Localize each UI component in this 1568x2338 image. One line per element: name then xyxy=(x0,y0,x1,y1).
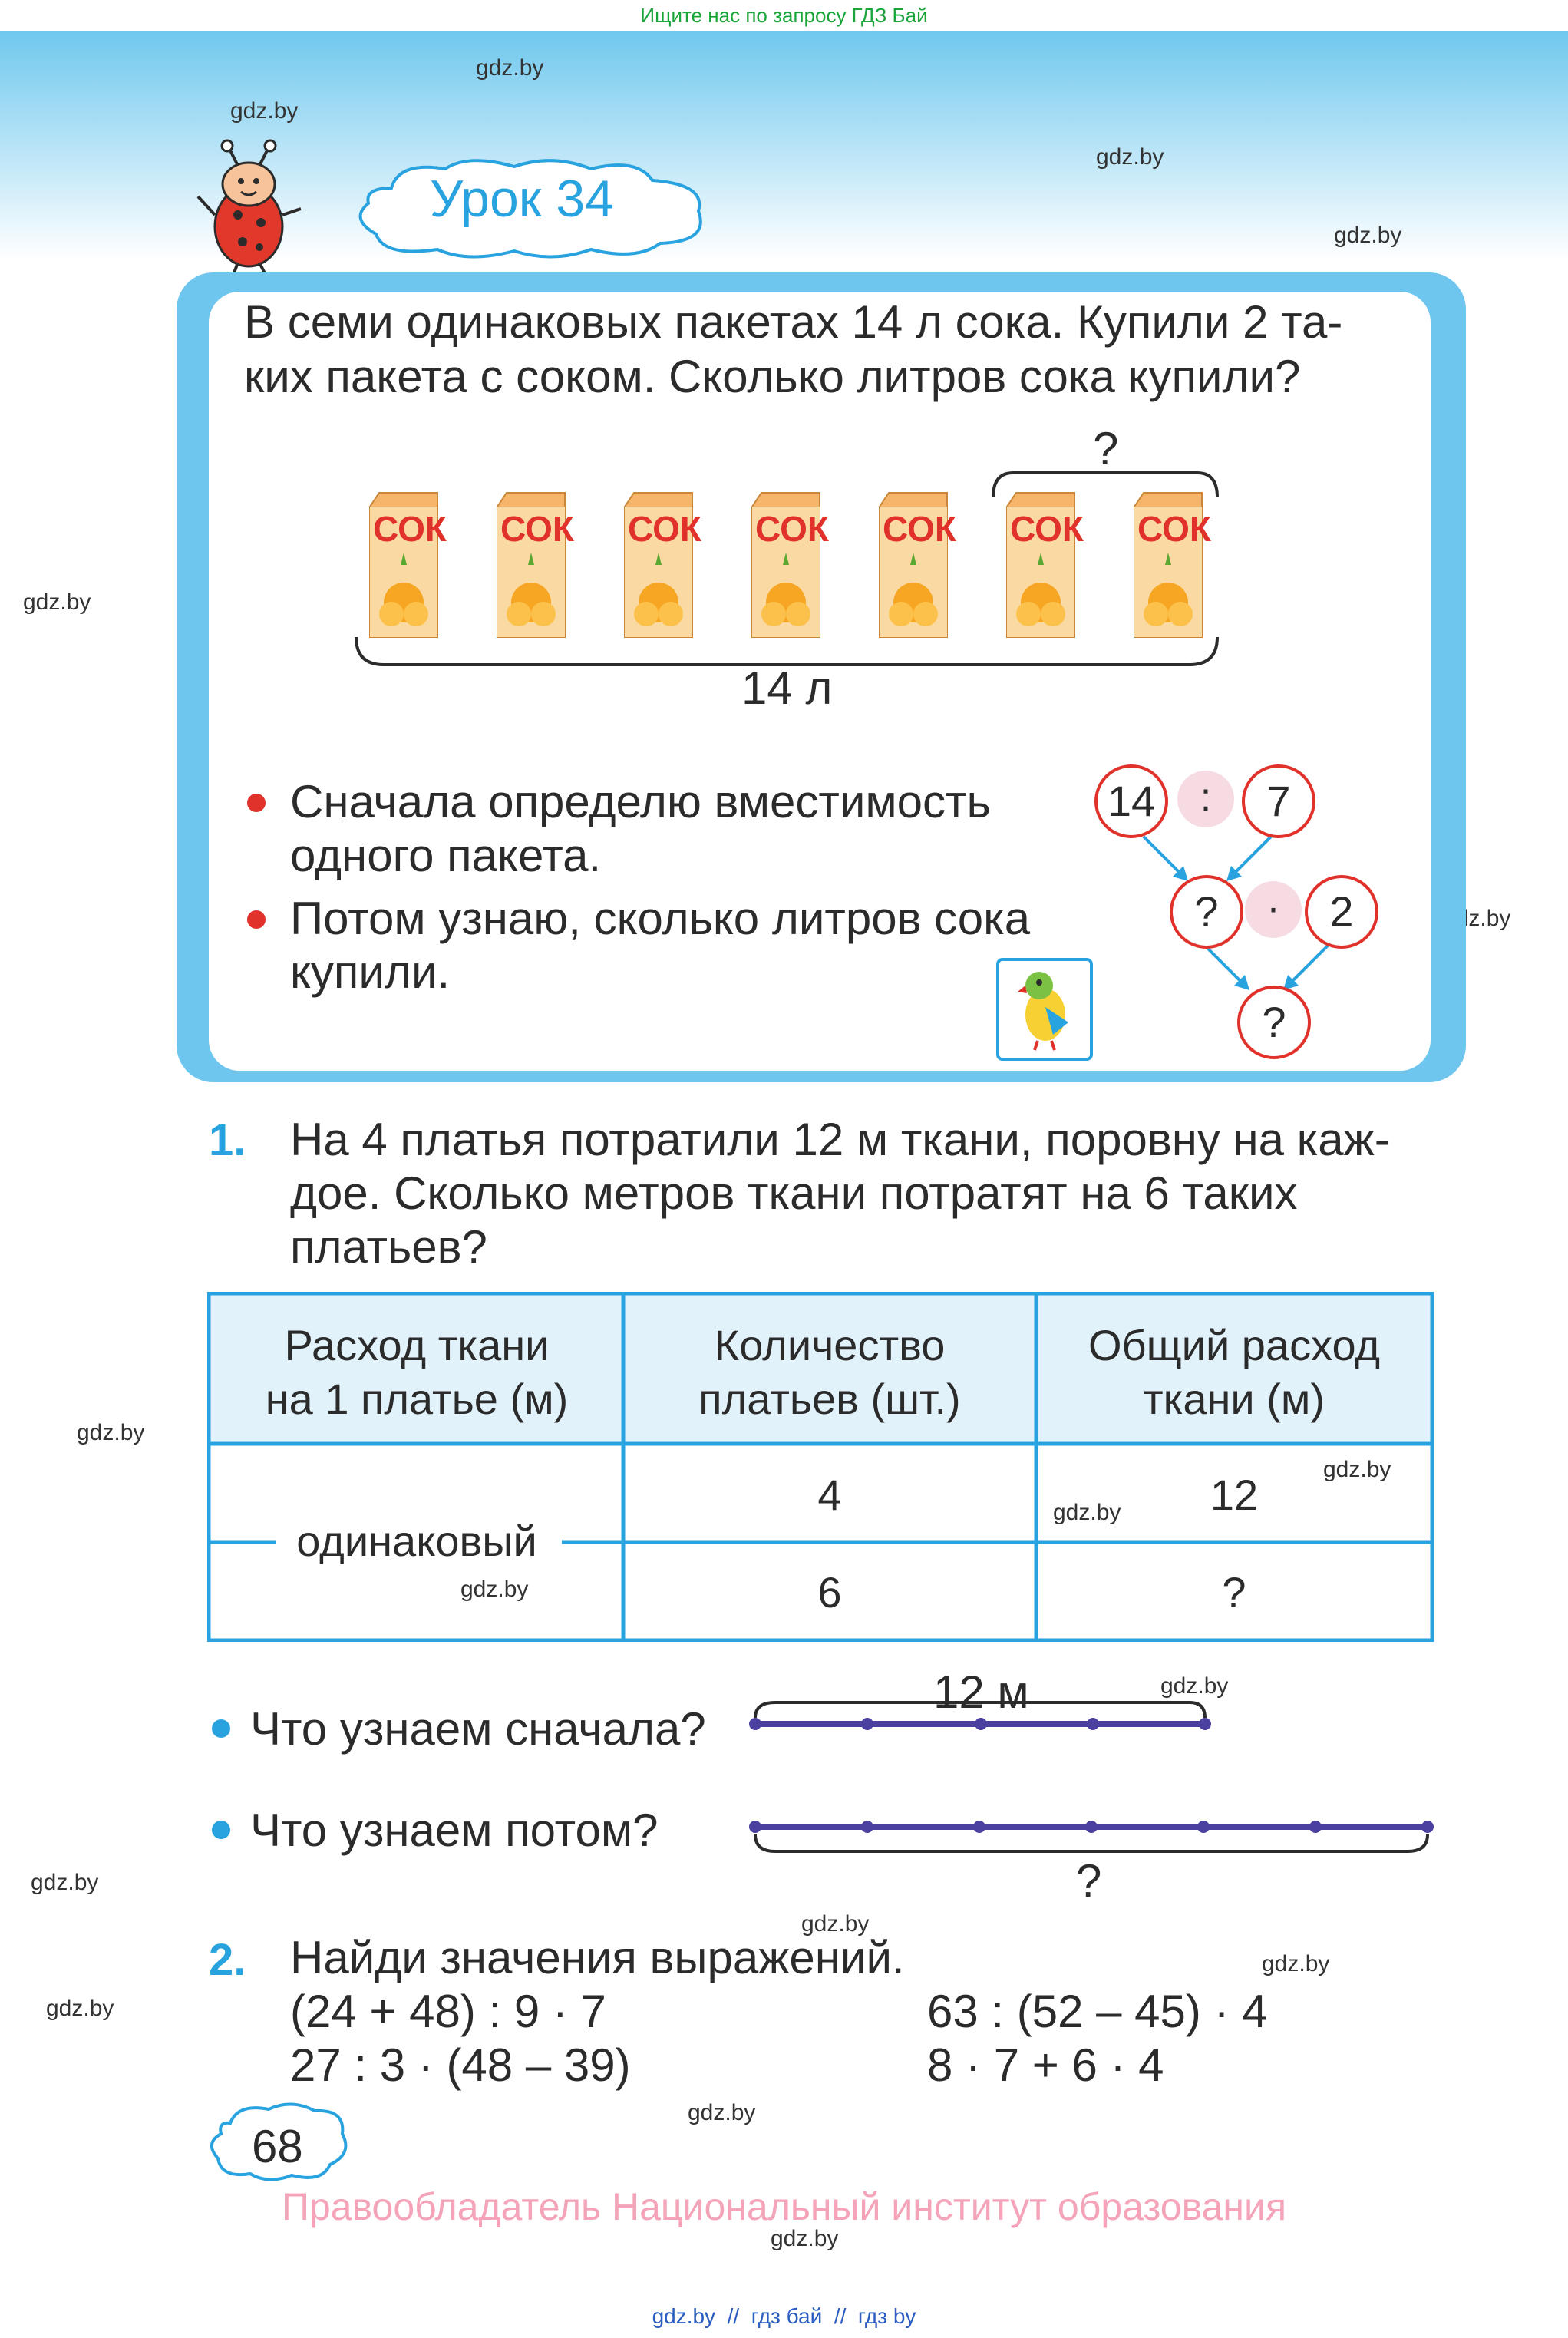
data-table xyxy=(207,1292,1434,1642)
watermark: gdz.by xyxy=(1334,223,1402,248)
bullet1-line1: Сначала определю вместимость xyxy=(290,776,991,827)
question-first: Что узнаем сначала? xyxy=(250,1703,706,1755)
page-number: 68 xyxy=(252,2121,303,2172)
watermark: gdz.by xyxy=(1262,1951,1330,1976)
table-header xyxy=(209,1293,1432,1444)
bullet-red xyxy=(247,794,266,812)
table-header-cell: Количество xyxy=(714,1321,946,1369)
segment2-label: ? xyxy=(1076,1855,1102,1907)
footer-links[interactable]: gdz.by // гдз бай // гдз by xyxy=(652,2304,916,2328)
expression: (24 + 48) : 9 · 7 xyxy=(290,1986,606,2037)
bullet2-line2: купили. xyxy=(290,946,451,998)
task1-number: 1. xyxy=(209,1115,246,1165)
question-then: Что узнаем потом? xyxy=(250,1805,659,1856)
bottom-brace xyxy=(355,636,1219,666)
table-header-cell: на 1 платье (м) xyxy=(265,1375,569,1423)
segment-short xyxy=(749,1701,1211,1730)
table-header-cell: ткани (м) xyxy=(1143,1375,1325,1423)
lesson-cloud xyxy=(358,159,702,259)
juice-carton xyxy=(491,491,571,645)
expression: 27 : 3 · (48 – 39) xyxy=(290,2039,631,2091)
carton-label: СОК xyxy=(1010,509,1084,549)
scheme-circle: ? xyxy=(1170,875,1243,949)
carton-label: СОК xyxy=(883,509,956,549)
bullet2-line1: Потом узнаю, сколько литров сока xyxy=(290,893,1031,944)
watermark: gdz.by xyxy=(1053,1500,1121,1525)
juice-carton xyxy=(619,491,698,645)
watermark: gdz.by xyxy=(1160,1673,1229,1699)
intro-text-line1: В семи одинаковых пакетах 14 л сока. Куп… xyxy=(244,296,1343,348)
scheme-operator: : xyxy=(1177,771,1234,827)
watermark: gdz.by xyxy=(1323,1457,1391,1482)
carton-label: СОК xyxy=(500,509,574,549)
table-cell: 4 xyxy=(817,1471,842,1519)
table-merged-cell: одинаковый xyxy=(296,1517,537,1565)
watermark: gdz.by xyxy=(476,55,544,81)
expression: 63 : (52 – 45) · 4 xyxy=(927,1986,1268,2037)
bullet-blue xyxy=(212,1719,230,1738)
scheme-circle: 7 xyxy=(1242,764,1315,838)
scheme-operator: · xyxy=(1245,881,1302,938)
page-number-cloud xyxy=(210,2102,348,2181)
table-cell: 12 xyxy=(1210,1471,1259,1519)
watermark: gdz.by xyxy=(801,1911,870,1937)
carton-label: СОК xyxy=(373,509,447,549)
juice-carton xyxy=(1001,491,1081,645)
task1-line3: платьев? xyxy=(290,1221,487,1273)
watermark: gdz.by xyxy=(688,2100,756,2125)
watermark: gdz.by xyxy=(1096,144,1164,170)
segment1-label: 12 м xyxy=(933,1666,1029,1718)
bullet-blue xyxy=(212,1821,230,1839)
segment-long xyxy=(749,1821,1434,1853)
task2-title: Найди значения выражений. xyxy=(290,1932,905,1983)
task1-line1: На 4 платья потратили 12 м ткани, поровн… xyxy=(290,1114,1390,1165)
lesson-title: Урок 34 xyxy=(430,170,615,228)
watermark: gdz.by xyxy=(23,589,91,615)
juice-carton xyxy=(1128,491,1208,645)
watermark: gdz.by xyxy=(77,1420,145,1445)
top-banner[interactable]: Ищите нас по запросу ГДЗ Бай xyxy=(640,4,928,27)
brace-question: ? xyxy=(1093,423,1119,474)
scheme-circle: 2 xyxy=(1305,875,1378,949)
ladybug-icon xyxy=(196,139,302,276)
watermark: gdz.by xyxy=(771,2226,839,2251)
carton-label: СОК xyxy=(1137,509,1211,549)
table-header-cell: Расход ткани xyxy=(284,1321,550,1369)
top-brace xyxy=(992,471,1219,498)
scheme-circle: 14 xyxy=(1094,764,1168,838)
juice-carton xyxy=(364,491,444,645)
watermark: gdz.by xyxy=(46,1996,114,2021)
watermark: gdz.by xyxy=(230,98,299,124)
juice-carton xyxy=(873,491,953,645)
table-header-cell: Общий расход xyxy=(1088,1321,1381,1369)
intro-text-line2: ких пакета с соком. Сколько литров сока … xyxy=(244,351,1301,402)
scheme-result: ? xyxy=(1237,986,1311,1059)
total-label: 14 л xyxy=(741,662,833,714)
bullet-red xyxy=(247,910,266,929)
watermark: gdz.by xyxy=(460,1577,529,1602)
carton-label: СОК xyxy=(628,509,701,549)
task2-number: 2. xyxy=(209,1935,246,1985)
juice-carton xyxy=(746,491,826,645)
watermark: gdz.by xyxy=(31,1870,99,1895)
expression: 8 · 7 + 6 · 4 xyxy=(927,2039,1164,2091)
parrot-icon xyxy=(996,958,1093,1061)
table-header-cell: платьев (шт.) xyxy=(698,1375,961,1423)
bullet1-line2: одного пакета. xyxy=(290,830,602,881)
scheme-arrows xyxy=(1142,835,1329,990)
carton-label: СОК xyxy=(755,509,829,549)
table-cell: ? xyxy=(1222,1568,1246,1616)
table-cell: 6 xyxy=(817,1568,842,1616)
task1-line2: дое. Сколько метров ткани потратят на 6 … xyxy=(290,1167,1298,1219)
copyright: Правообладатель Национальный институт об… xyxy=(281,2185,1287,2228)
